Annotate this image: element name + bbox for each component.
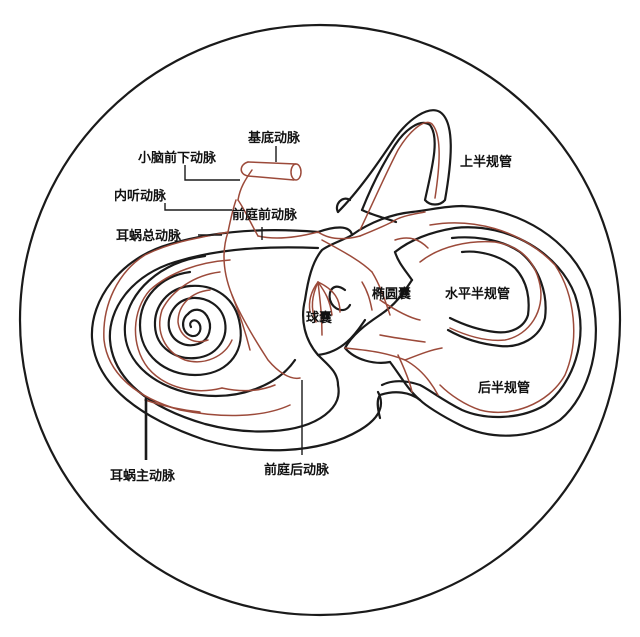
label-posterior-canal: 后半规管 xyxy=(478,380,530,396)
vestibule xyxy=(301,226,367,387)
leader-lines xyxy=(144,146,303,460)
label-common-cochlear-artery: 耳蜗总动脉 xyxy=(116,228,182,244)
label-aica: 小脑前下动脉 xyxy=(138,150,217,166)
label-basilar-artery: 基底动脉 xyxy=(247,130,301,146)
label-superior-canal: 上半规管 xyxy=(460,154,512,170)
label-utricle: 椭圆囊 xyxy=(372,286,412,302)
labels: 基底动脉 小脑前下动脉 内听动脉 前庭前动脉 耳蜗总动脉 上半规管 椭圆囊 水平… xyxy=(110,130,530,484)
vessels xyxy=(103,121,575,417)
label-main-cochlear-artery: 耳蜗主动脉 xyxy=(110,468,176,484)
label-internal-auditory-artery: 内听动脉 xyxy=(114,188,167,204)
label-posterior-vestibular-artery: 前庭后动脉 xyxy=(264,462,330,478)
basilar-artery-cylinder xyxy=(240,161,302,181)
cochlea xyxy=(90,229,383,452)
outer-circle xyxy=(18,23,622,617)
label-saccule: 球囊 xyxy=(306,310,333,326)
semicircular-canals xyxy=(335,109,597,437)
label-horizontal-canal: 水平半规管 xyxy=(445,286,510,302)
label-anterior-vestibular-artery: 前庭前动脉 xyxy=(232,207,298,223)
